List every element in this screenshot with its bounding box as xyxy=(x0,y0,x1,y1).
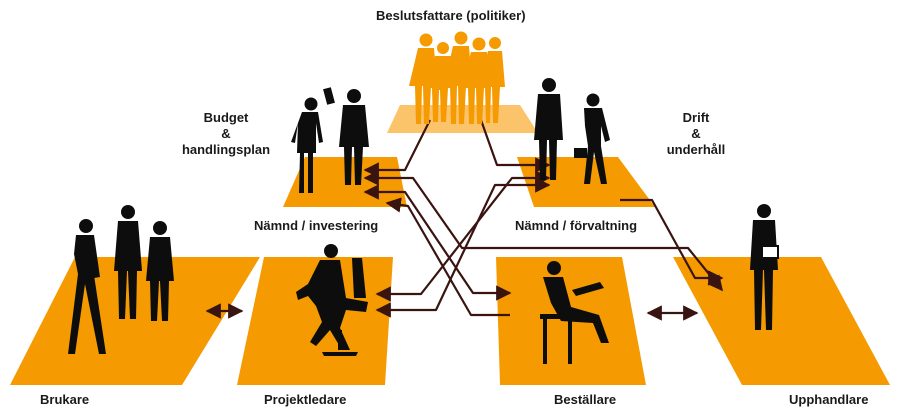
label-budget-line1: Budget xyxy=(203,110,249,125)
seated-reader-icon xyxy=(540,261,609,364)
office-chair-person-icon xyxy=(296,244,368,356)
label-drift-line1: Drift xyxy=(682,110,710,125)
label-beslutsfattare: Beslutsfattare (politiker) xyxy=(376,8,526,23)
label-projektledare: Projektledare xyxy=(264,392,347,407)
label-bestallare: Beställare xyxy=(554,392,617,407)
connector-forvaltning-to-upphandlare xyxy=(620,198,724,286)
label-namnd-investering: Nämnd / investering xyxy=(254,218,379,233)
connector-politicians-to-forvaltning xyxy=(479,119,551,173)
standing-clipboard-person-icon xyxy=(750,204,779,330)
connector-forvaltning-to-projektledare-lower xyxy=(375,177,551,318)
label-drift-line3: underhåll xyxy=(666,142,726,157)
business-group-icon xyxy=(409,31,505,124)
connector-politicians-to-investering xyxy=(363,119,431,178)
connector-lines xyxy=(205,119,724,321)
label-brukare: Brukare xyxy=(40,392,90,407)
label-budget-line2: & xyxy=(221,126,231,141)
label-budget-handlingsplan: Budget & handlingsplan xyxy=(170,110,282,158)
label-upphandlare: Upphandlare xyxy=(789,392,869,407)
label-drift-underhall: Drift & underhåll xyxy=(645,110,747,158)
label-namnd-forvaltning: Nämnd / förvaltning xyxy=(515,218,638,233)
label-budget-line3: handlingsplan xyxy=(181,142,271,157)
connector-investering-to-projektledare xyxy=(385,197,510,317)
label-drift-line2: & xyxy=(691,126,701,141)
walking-pair-icon xyxy=(534,78,610,184)
meeting-pair-icon xyxy=(291,87,369,193)
pedestrian-group-icon xyxy=(68,205,174,354)
platform-upphandlare xyxy=(673,257,890,385)
